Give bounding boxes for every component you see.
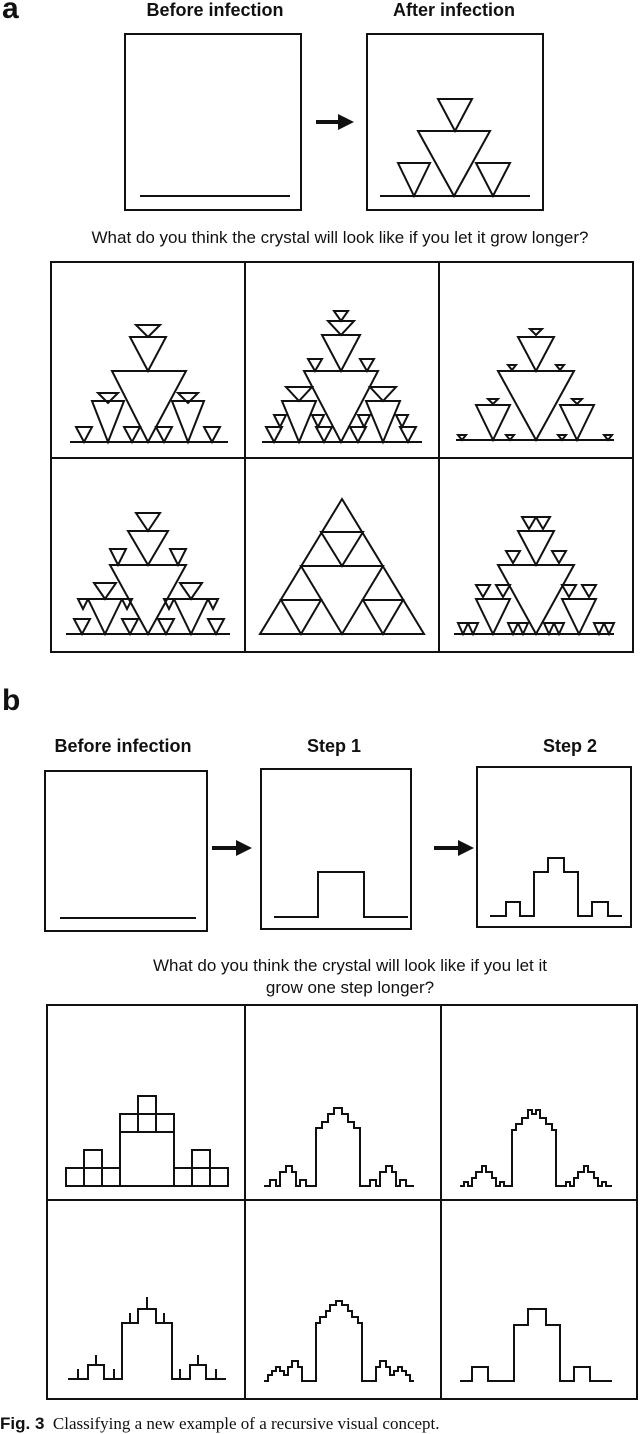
option-a1[interactable] [52,263,244,457]
option-b6[interactable] [442,1201,636,1398]
option-b2[interactable] [246,1006,440,1199]
figure-caption: Fig. 3 Classifying a new example of a re… [0,1414,440,1434]
question-a: What do you think the crystal will look … [91,228,589,247]
question-b-line2: grow one step longer? [265,978,435,997]
panel-a-letter: a [2,0,19,25]
options-grid-a [50,261,634,653]
before-infection-label-b: Before infection [54,736,192,756]
option-b4[interactable] [48,1201,244,1398]
option-b1[interactable] [48,1006,244,1199]
option-b5[interactable] [246,1201,440,1398]
option-a6[interactable] [440,459,632,651]
after-infection-crystal [380,98,530,199]
seed-line [140,195,290,197]
option-b3[interactable] [442,1006,636,1199]
after-infection-box [366,33,544,211]
question-b-line1: What do you think the crystal will look … [153,956,547,975]
options-grid-b [46,1004,638,1400]
after-infection-label: After infection [392,0,515,20]
option-a2[interactable] [246,263,438,457]
figure-caption-text: Classifying a new example of a recursive… [52,1414,440,1433]
before-infection-box [124,33,302,211]
figure-label: Fig. 3 [0,1414,45,1433]
option-a4[interactable] [52,459,244,651]
step2-box [476,766,632,928]
option-a3[interactable] [440,263,632,457]
step1-box [260,768,412,930]
option-a5[interactable] [246,459,438,651]
panel-b-letter: b [2,684,21,717]
step2-label: Step 2 [542,736,598,756]
before-infection-box-b [44,770,208,932]
step1-label: Step 1 [306,736,362,756]
before-infection-label: Before infection [146,0,284,20]
